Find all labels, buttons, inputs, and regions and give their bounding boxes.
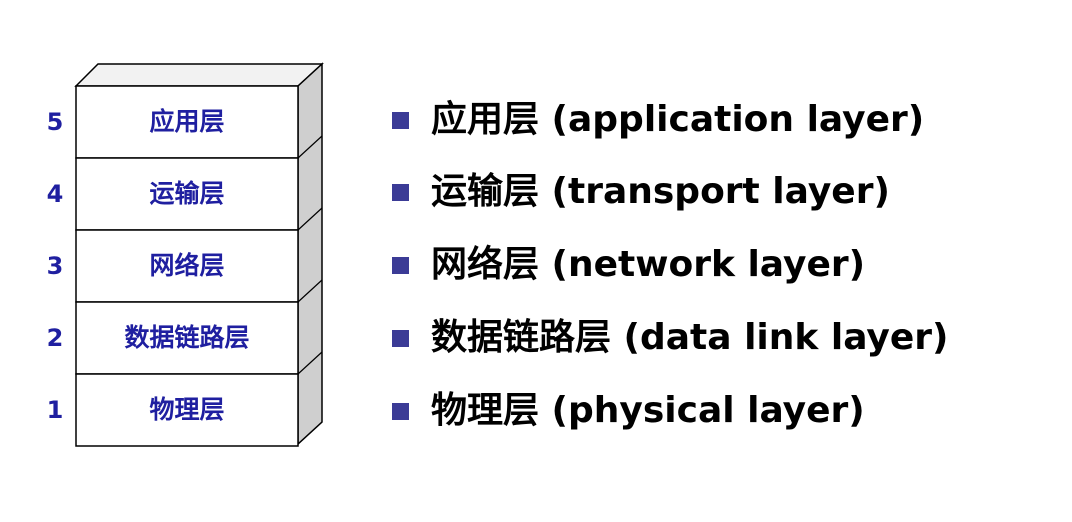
layer-name-4: 运输层 bbox=[149, 179, 225, 208]
stack-side-divider bbox=[297, 279, 323, 303]
layer-number-3: 3 bbox=[46, 252, 64, 280]
stack-side-divider bbox=[297, 207, 323, 231]
layer-number-2: 2 bbox=[46, 324, 64, 352]
layer-box-2 bbox=[75, 301, 299, 375]
layer-box-3 bbox=[75, 229, 299, 303]
square-bullet-icon bbox=[392, 329, 409, 347]
stack-side-face bbox=[297, 62, 323, 446]
layer-number-5: 5 bbox=[46, 108, 64, 136]
stack-side-divider bbox=[297, 135, 323, 159]
layer-number-1: 1 bbox=[46, 396, 64, 424]
square-bullet-icon bbox=[392, 183, 409, 201]
list-item-text: 网络层 (network layer) bbox=[431, 244, 866, 285]
stack-top-face bbox=[74, 63, 324, 87]
list-item-transport: 运输层 (transport layer) bbox=[392, 170, 890, 214]
list-item-application: 应用层 (application layer) bbox=[392, 98, 924, 142]
list-item-text: 应用层 (application layer) bbox=[431, 99, 925, 140]
layer-box-4 bbox=[75, 157, 299, 231]
layer-name-3: 网络层 bbox=[149, 251, 225, 280]
square-bullet-icon bbox=[392, 111, 409, 129]
layer-number-4: 4 bbox=[46, 180, 64, 208]
list-item-network: 网络层 (network layer) bbox=[392, 243, 865, 287]
list-item-text: 数据链路层 (data link layer) bbox=[431, 317, 949, 358]
stack-side-divider bbox=[297, 351, 323, 375]
list-item-data-link: 数据链路层 (data link layer) bbox=[392, 316, 948, 360]
list-item-text: 运输层 (transport layer) bbox=[431, 171, 890, 212]
layer-name-1: 物理层 bbox=[149, 395, 225, 424]
list-item-text: 物理层 (physical layer) bbox=[431, 390, 865, 431]
list-item-physical: 物理层 (physical layer) bbox=[392, 389, 865, 433]
layer-name-2: 数据链路层 bbox=[124, 323, 250, 352]
square-bullet-icon bbox=[392, 402, 409, 420]
layer-box-1 bbox=[75, 373, 299, 447]
square-bullet-icon bbox=[392, 256, 409, 274]
layer-name-5: 应用层 bbox=[149, 107, 225, 136]
